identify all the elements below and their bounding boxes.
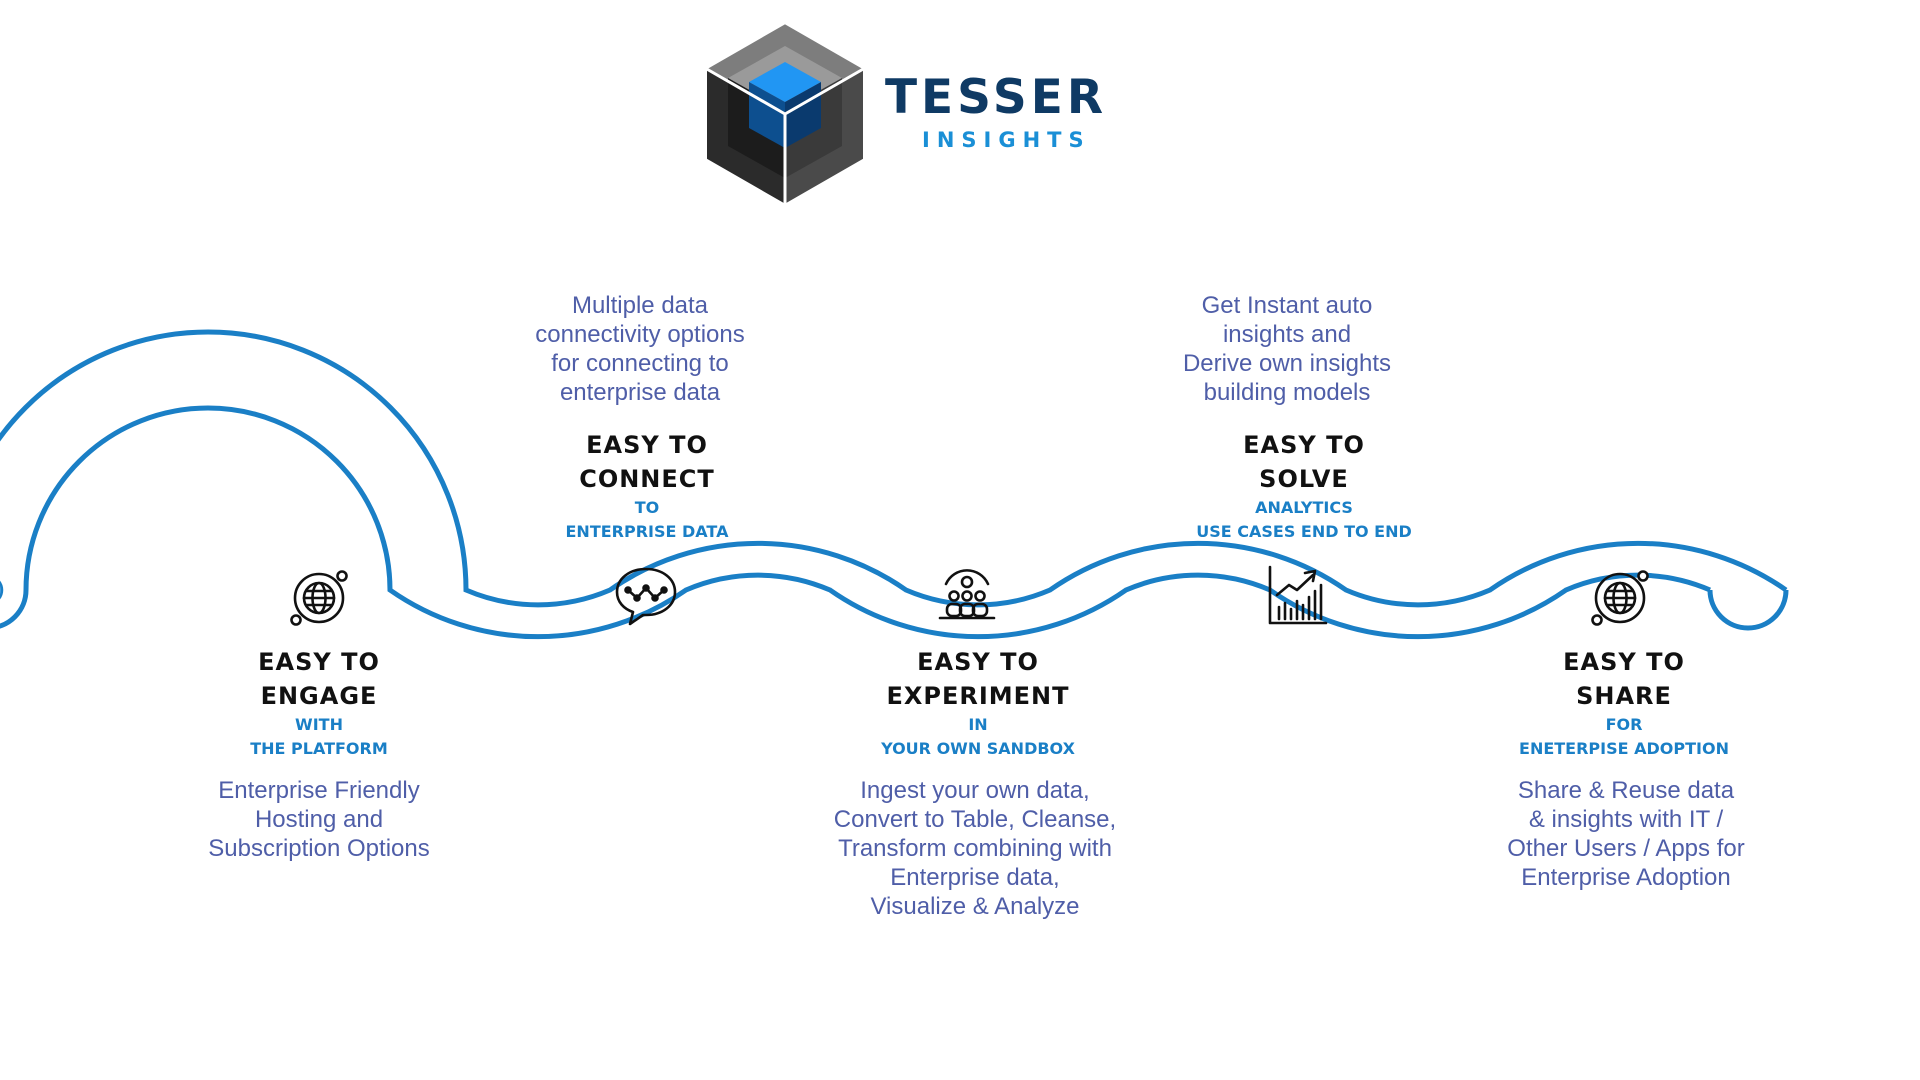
step-description-engage: Enterprise Friendly Hosting and Subscrip… xyxy=(208,777,430,862)
step-engage: EASY TO ENGAGE WITH THE PLATFORM xyxy=(149,645,489,761)
globe-gear-icon xyxy=(1587,562,1657,632)
brand-name: TESSER xyxy=(885,70,1108,125)
team-icon xyxy=(932,562,1002,632)
step-subtitle: WITH xyxy=(295,715,343,734)
step-subtitle: ENETERPISE ADOPTION xyxy=(1519,739,1729,758)
path-inner-edge xyxy=(23,405,1711,640)
step-title: EASY TO xyxy=(258,648,380,676)
step-subtitle: FOR xyxy=(1605,715,1643,734)
step-title: EXPERIMENT xyxy=(886,682,1070,710)
step-subtitle: THE PLATFORM xyxy=(250,739,388,758)
step-title: EASY TO xyxy=(1563,648,1685,676)
growth-chart-icon xyxy=(1263,561,1333,631)
step-title: SHARE xyxy=(1576,682,1672,710)
chat-connect-icon xyxy=(611,561,681,631)
path-start-cap xyxy=(0,589,29,629)
step-title: EASY TO xyxy=(586,431,708,459)
step-title: EASY TO xyxy=(1243,431,1365,459)
step-subtitle: USE CASES END TO END xyxy=(1196,522,1412,541)
step-subtitle: YOUR OWN SANDBOX xyxy=(881,739,1075,758)
step-solve: EASY TO SOLVE ANALYTICS USE CASES END TO… xyxy=(1134,428,1474,544)
step-description-experiment: Ingest your own data, Convert to Table, … xyxy=(833,777,1117,920)
step-title: ENGAGE xyxy=(260,682,378,710)
step-description-solve: Get Instant auto insights and Derive own… xyxy=(1182,292,1392,406)
brand-tagline: INSIGHTS xyxy=(922,128,1091,152)
step-title: SOLVE xyxy=(1259,465,1349,493)
step-description-share: Share & Reuse data & insights with IT / … xyxy=(1507,777,1745,891)
step-description-connect: Multiple data connectivity options for c… xyxy=(535,292,745,406)
step-title: EASY TO xyxy=(917,648,1039,676)
step-experiment: EASY TO EXPERIMENT IN YOUR OWN SANDBOX xyxy=(808,645,1148,761)
path-end-cap xyxy=(1707,589,1789,631)
step-subtitle: TO xyxy=(634,498,660,517)
step-subtitle: ENTERPRISE DATA xyxy=(565,522,729,541)
cube-logo-icon xyxy=(703,20,867,208)
tesser-insights-logo: TESSER INSIGHTS xyxy=(690,18,1170,208)
start-dot xyxy=(0,580,4,600)
step-connect: EASY TO CONNECT TO ENTERPRISE DATA xyxy=(477,428,817,544)
step-subtitle: ANALYTICS xyxy=(1255,498,1353,517)
step-subtitle: IN xyxy=(968,715,988,734)
step-share: EASY TO SHARE FOR ENETERPISE ADOPTION xyxy=(1454,645,1794,761)
step-title: CONNECT xyxy=(579,465,715,493)
globe-gear-icon xyxy=(286,562,356,632)
path-outer-edge xyxy=(0,329,1788,608)
